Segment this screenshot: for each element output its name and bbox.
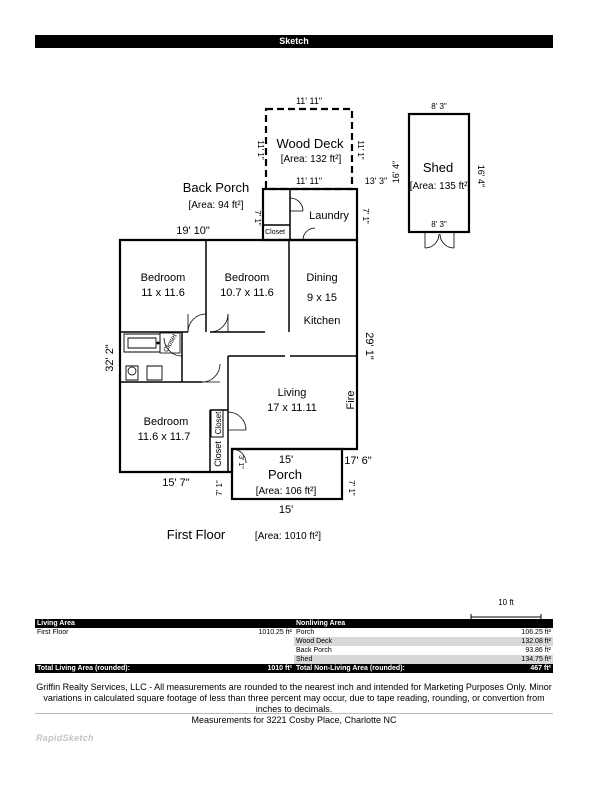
floor-plan: 11' 11" Wood Deck [Area: 132 ft²] 11' 1"… <box>104 96 486 542</box>
shed-dim-left: 16' 4" <box>391 161 401 183</box>
closet-a-label: Closet <box>214 411 223 434</box>
rapidsketch-logo: RapidSketch <box>36 733 94 743</box>
summary-total-row: Total Living Area (rounded): 1010 ft² To… <box>35 664 553 673</box>
wood-deck-label: Wood Deck <box>277 136 344 151</box>
laundry-closet-label: Closet <box>265 229 285 236</box>
sketch-title-bar: Sketch <box>35 35 553 48</box>
bedroom-2-size: 10.7 x 11.6 <box>220 287 274 299</box>
laundry-label: Laundry <box>309 210 349 222</box>
total-nonliving-value: 467 ft² <box>493 664 553 673</box>
shed-door-swing <box>424 232 455 249</box>
nonliving-area-header: Nonliving Area <box>293 619 553 628</box>
nonliving-row-name: Porch <box>295 629 315 636</box>
footer-divider <box>35 713 553 714</box>
closet-a <box>210 409 224 438</box>
fire-label: Fire <box>345 391 357 410</box>
shed-dim-bottom: 8' 3" <box>431 220 447 229</box>
wood-deck-area: [Area: 132 ft²] <box>281 154 342 165</box>
shed-area: [Area: 135 ft²] <box>410 181 471 192</box>
porch-outline <box>230 447 344 501</box>
measurements-caption: Measurements for 3221 Cosby Place, Charl… <box>191 715 397 725</box>
nonliving-row-value: 106.25 ft² <box>521 629 551 636</box>
dining-label: Dining <box>306 272 337 284</box>
floor-area: [Area: 1010 ft²] <box>255 531 321 542</box>
table-row: Wood Deck 132.08 ft² <box>35 637 553 646</box>
living-size: 17 x 11.11 <box>267 402 317 414</box>
shed-label: Shed <box>423 160 453 175</box>
shed-dim-right: 16' 4" <box>476 165 486 187</box>
interior-walls <box>120 240 357 472</box>
closet-b-label: Closet <box>213 441 223 467</box>
sketch-title: Sketch <box>279 36 309 46</box>
bedroom-2-label: Bedroom <box>225 272 270 284</box>
nonliving-row-value: 132.08 ft² <box>493 637 553 646</box>
wood-deck-dim-right: 11' 1" <box>356 140 365 160</box>
table-row: First Floor 1010.25 ft² Porch 106.25 ft² <box>35 628 553 637</box>
wood-deck-dim-bottom: 11' 11" <box>296 176 322 186</box>
nonliving-row-name: Shed <box>293 655 494 664</box>
wood-deck-dim-left: 11' 1" <box>256 140 265 160</box>
porch-dim-bottom: 15' <box>279 504 293 516</box>
table-row: Back Porch 93.86 ft² <box>35 646 553 655</box>
total-living-value: 1010 ft² <box>221 664 294 673</box>
dim-bottom-left: 15' 7" <box>162 477 190 489</box>
floor-title: First Floor <box>167 527 226 542</box>
bedroom-3-label: Bedroom <box>144 416 189 428</box>
porch-area: [Area: 106 ft²] <box>256 486 317 497</box>
dim-right-main: 29' 1" <box>363 332 375 360</box>
porch-dim-left: 7' 1" <box>215 480 224 496</box>
bedroom-3-size: 11.6 x 11.7 <box>138 431 191 443</box>
dining-size: 9 x 15 <box>307 292 337 304</box>
nonliving-row-value: 134.75 ft² <box>493 655 553 664</box>
porch-label: Porch <box>268 467 302 482</box>
porch-dim-right: 7' 1" <box>347 480 356 496</box>
living-row-value: 1010.25 ft² <box>258 629 292 636</box>
toilet-fixture <box>125 365 163 381</box>
living-label: Living <box>278 387 307 399</box>
door-swings <box>163 313 247 464</box>
porch-dim-small: 3' 1" <box>237 455 244 469</box>
dim-right-lower: 17' 6" <box>344 455 372 467</box>
area-summary-table: Living Area Nonliving Area First Floor 1… <box>35 619 553 673</box>
nonliving-row-name: Back Porch <box>295 647 332 654</box>
bedroom-1-size: 11 x 11.6 <box>141 287 185 299</box>
laundry-dim-left: 7' 1" <box>253 210 262 226</box>
nonliving-row-name: Wood Deck <box>293 637 494 646</box>
scale-bar: 10 ft <box>470 598 542 620</box>
summary-header-row: Living Area Nonliving Area <box>35 619 553 628</box>
bedroom-1-label: Bedroom <box>141 272 186 284</box>
living-row-name: First Floor <box>37 629 69 636</box>
back-porch-area: [Area: 94 ft²] <box>188 200 243 211</box>
wood-deck-dim-top: 11' 11" <box>296 96 322 106</box>
total-nonliving-label: Total Non-Living Area (rounded): <box>293 664 494 673</box>
kitchen-label: Kitchen <box>304 315 341 327</box>
laundry-dim-right: 7' 1" <box>361 208 370 224</box>
nonliving-row-value: 93.86 ft² <box>525 647 551 654</box>
total-living-label: Total Living Area (rounded): <box>35 664 222 673</box>
shed-dim-top: 8' 3" <box>431 102 447 111</box>
back-porch-dim-right: 13' 3" <box>365 176 387 186</box>
dim-left-main: 32' 2" <box>104 344 116 372</box>
shed-outline <box>407 112 471 234</box>
disclaimer-text: Griffin Realty Services, LLC - All measu… <box>36 682 552 714</box>
back-porch-label: Back Porch <box>183 180 249 195</box>
scale-label: 10 ft <box>498 598 514 607</box>
table-row: Shed 134.75 ft² <box>35 655 553 664</box>
laundry-door-swing <box>289 197 304 212</box>
porch-dim-top: 15' <box>279 454 293 466</box>
living-area-header: Living Area <box>35 619 294 628</box>
dim-top-main: 19' 10" <box>176 225 210 237</box>
bath-fixture <box>123 333 161 353</box>
